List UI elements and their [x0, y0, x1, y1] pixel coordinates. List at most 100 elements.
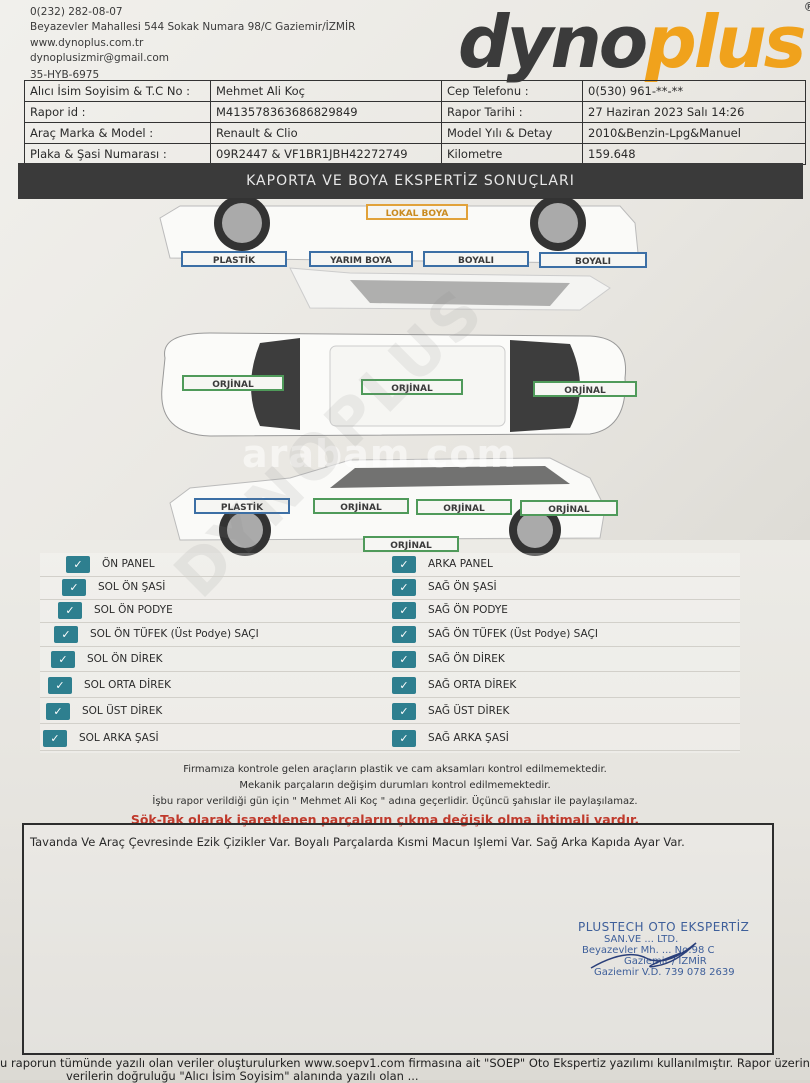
expert-comment: Tavanda Ve Araç Çevresinde Ezik Çizikler… — [30, 835, 685, 849]
checklist-item[interactable]: ✓ SOL ÖN PODYE — [58, 598, 173, 622]
tag-plastik-top: PLASTİK — [181, 251, 287, 267]
checklist-item[interactable]: ✓ SOL ARKA ŞASİ — [43, 726, 159, 750]
footer-line-2: verilerin doğruluğu "Alıcı İsim Soyisim"… — [66, 1069, 419, 1083]
info-label: Araç Marka & Model : — [24, 122, 211, 144]
stamp-line-1: PLUSTECH OTO EKSPERTİZ — [578, 920, 750, 934]
info-value: M413578363686829849 — [210, 101, 442, 123]
note-line-1: Firmamıza kontrole gelen araçların plast… — [183, 764, 607, 775]
checkbox-checked-icon[interactable]: ✓ — [392, 578, 416, 596]
checklist-item-label: ARKA PANEL — [428, 558, 493, 570]
arabam-watermark: arabam.com — [242, 432, 518, 476]
checklist-item[interactable]: ✓ ÖN PANEL — [66, 552, 155, 576]
info-row: Rapor id : M413578363686829849 Rapor Tar… — [24, 101, 806, 123]
checkbox-checked-icon[interactable]: ✓ — [392, 625, 416, 643]
checklist-item[interactable]: ✓ SAĞ ÖN TÜFEK (Üst Podye) SAÇI — [392, 622, 598, 646]
logo-dyno: dyno — [458, 0, 648, 84]
tag-lokal-boya: LOKAL BOYA — [366, 204, 468, 220]
checklist-item-label: SAĞ ÖN TÜFEK (Üst Podye) SAÇI — [428, 628, 598, 640]
info-value: 27 Haziran 2023 Salı 14:26 — [582, 101, 806, 123]
tag-orjinal-b2: ORJİNAL — [416, 499, 512, 515]
checkbox-checked-icon[interactable]: ✓ — [46, 702, 70, 720]
checklist-divider — [40, 697, 740, 698]
section-banner: KAPORTA VE BOYA EKSPERTİZ SONUÇLARI — [18, 163, 803, 199]
info-value: 0(530) 961-**-** — [582, 80, 806, 102]
checklist-divider — [40, 599, 740, 600]
checkbox-checked-icon[interactable]: ✓ — [392, 676, 416, 694]
checklist-item-label: ÖN PANEL — [102, 558, 155, 570]
checklist-divider — [40, 750, 740, 751]
info-label: Cep Telefonu : — [441, 80, 583, 102]
checkbox-checked-icon[interactable]: ✓ — [48, 676, 72, 694]
checklist-item-label: SAĞ ÖN ŞASİ — [428, 581, 497, 593]
checklist-divider — [40, 646, 740, 647]
tag-orjinal-b3: ORJİNAL — [520, 500, 618, 516]
company-email: dynoplusizmir@gmail.com — [30, 52, 169, 64]
checklist-divider — [40, 723, 740, 724]
checklist-item[interactable]: ✓ SOL ÖN ŞASİ — [62, 575, 165, 599]
tag-orjinal-b1: ORJİNAL — [313, 498, 409, 514]
checklist-item[interactable]: ✓ SAĞ ÜST DİREK — [392, 699, 509, 723]
checkbox-checked-icon[interactable]: ✓ — [392, 650, 416, 668]
checklist-item-label: SOL ÖN TÜFEK (Üst Podye) SAÇI — [90, 628, 259, 640]
info-value: Mehmet Ali Koç — [210, 80, 442, 102]
checkbox-checked-icon[interactable]: ✓ — [392, 601, 416, 619]
info-row: Plaka & Şasi Numarası : 09R2447 & VF1BR1… — [24, 143, 806, 165]
company-website: www.dynoplus.com.tr — [30, 37, 144, 49]
checklist-divider — [40, 576, 740, 577]
checklist-item-label: SOL ÖN ŞASİ — [98, 581, 166, 593]
tag-orjinal-b4: ORJİNAL — [363, 536, 459, 552]
checklist-item[interactable]: ✓ SAĞ ORTA DİREK — [392, 673, 516, 697]
checklist-divider — [40, 622, 740, 623]
checklist-item-label: SAĞ ORTA DİREK — [428, 679, 517, 691]
checklist-item-label: SOL ARKA ŞASİ — [79, 732, 159, 744]
footer-line-1: u raporun tümünde yazılı olan veriler ol… — [0, 1056, 810, 1070]
tag-yarim-boya: YARIM BOYA — [309, 251, 413, 267]
checklist-item[interactable]: ✓ SOL ÜST DİREK — [46, 699, 162, 723]
stamp-line-5: Gaziemir V.D. 739 078 2639 — [594, 967, 735, 978]
checklist-item-label: SOL ÜST DİREK — [82, 705, 163, 717]
tag-boyali-1: BOYALI — [423, 251, 529, 267]
info-label: Rapor Tarihi : — [441, 101, 583, 123]
checkbox-checked-icon[interactable]: ✓ — [43, 729, 67, 747]
checklist-item[interactable]: ✓ SAĞ ÖN ŞASİ — [392, 575, 497, 599]
car-side-top — [159, 198, 639, 311]
checklist-item-label: SAĞ ÖN DİREK — [428, 653, 505, 665]
info-value: 09R2447 & VF1BR1JBH42272749 — [210, 143, 442, 165]
company-code: 35-HYB-6975 — [30, 69, 100, 81]
checkbox-checked-icon[interactable]: ✓ — [62, 578, 86, 596]
checklist-item-label: SAĞ ÜST DİREK — [428, 705, 510, 717]
checklist-item[interactable]: ✓ SOL ÖN TÜFEK (Üst Podye) SAÇI — [54, 622, 259, 646]
vehicle-info-table: Alıcı İsim Soyisim & T.C No : Mehmet Ali… — [24, 80, 806, 165]
checklist-item-label: SOL ORTA DİREK — [84, 679, 172, 691]
checklist-item[interactable]: ✓ ARKA PANEL — [392, 552, 493, 576]
checklist-item[interactable]: ✓ SAĞ ÖN PODYE — [392, 598, 508, 622]
info-label: Plaka & Şasi Numarası : — [24, 143, 211, 165]
stamp-line-3: Beyazevler Mh. ... No:98 C — [582, 945, 715, 956]
checklist-item[interactable]: ✓ SOL ORTA DİREK — [48, 673, 171, 697]
checklist-item[interactable]: ✓SOL ÖN DİREK — [51, 647, 163, 671]
checkbox-checked-icon[interactable]: ✓ — [66, 555, 90, 573]
checklist-divider — [40, 671, 740, 672]
checkbox-checked-icon[interactable]: ✓ — [392, 729, 416, 747]
checkbox-checked-icon[interactable]: ✓ — [51, 650, 75, 668]
stamp-line-4: Gaziemir / İZMİR — [624, 956, 707, 967]
tag-plastik-bottom: PLASTİK — [194, 498, 290, 514]
checklist-item[interactable]: ✓SAĞ ARKA ŞASİ — [392, 726, 509, 750]
checkbox-checked-icon[interactable]: ✓ — [54, 625, 78, 643]
expert-comment-box: Tavanda Ve Araç Çevresinde Ezik Çizikler… — [22, 823, 774, 1055]
info-row: Araç Marka & Model : Renault & Clio Mode… — [24, 122, 806, 144]
company-address: Beyazevler Mahallesi 544 Sokak Numara 98… — [30, 21, 356, 33]
note-line-3: İşbu rapor verildiği gün için " Mehmet A… — [152, 796, 638, 807]
chassis-checklist — [40, 553, 740, 753]
logo-plus: plus — [645, 0, 806, 84]
tag-orjinal-center: ORJİNAL — [361, 379, 463, 395]
checkbox-checked-icon[interactable]: ✓ — [392, 702, 416, 720]
checklist-item-label: SAĞ ÖN PODYE — [428, 604, 508, 616]
checkbox-checked-icon[interactable]: ✓ — [58, 601, 82, 619]
tag-boyali-2: BOYALI — [539, 252, 647, 268]
checkbox-checked-icon[interactable]: ✓ — [392, 555, 416, 573]
checklist-item[interactable]: ✓ SAĞ ÖN DİREK — [392, 647, 505, 671]
info-label: Model Yılı & Detay — [441, 122, 583, 144]
checklist-item-label: SOL ÖN PODYE — [94, 604, 173, 616]
dynoplus-logo: dynoplus® — [458, 0, 810, 84]
